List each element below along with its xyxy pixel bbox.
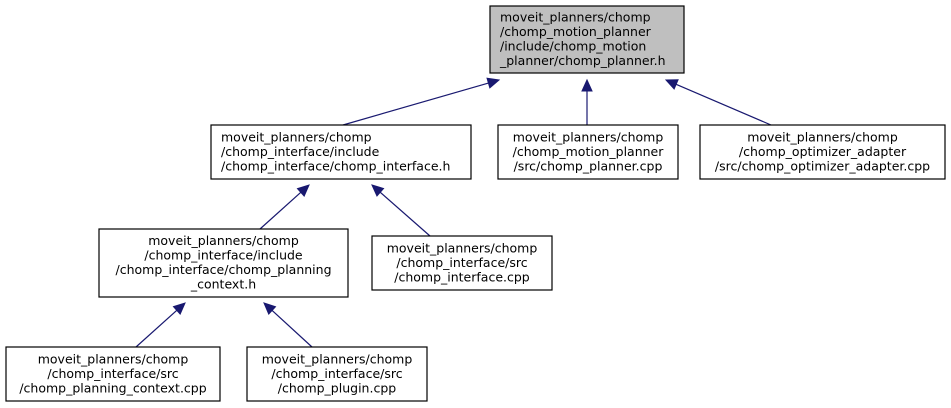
file-node[interactable]: moveit_planners/chomp/chomp_interface/in… <box>98 228 349 298</box>
file-node[interactable]: moveit_planners/chomp/chomp_interface/in… <box>210 124 472 180</box>
node-label-line: moveit_planners/chomp <box>38 351 189 366</box>
node-label-line: moveit_planners/chomp <box>387 240 538 255</box>
node-label-line: /chomp_motion_planner <box>500 24 652 39</box>
edges-layer <box>135 77 772 348</box>
edge-arrowhead <box>486 77 501 89</box>
edge-arrowhead <box>172 302 186 315</box>
edge-arrowhead <box>296 184 310 197</box>
edge-arrowhead <box>371 184 385 197</box>
node-label-line: /chomp_interface/chomp_interface.h <box>221 158 450 173</box>
edge-n1-n0 <box>342 77 501 126</box>
node-label-line: moveit_planners/chomp <box>221 129 372 144</box>
edge-n5-n1 <box>371 184 431 237</box>
file-node[interactable]: moveit_planners/chomp/chomp_motion_plann… <box>497 124 679 180</box>
edge-n4-n1 <box>259 184 310 230</box>
node-label-line: /chomp_interface.cpp <box>394 269 530 284</box>
node-label-line: /chomp_interface/src <box>271 366 402 381</box>
edge-line <box>271 309 313 348</box>
node-label-line: /chomp_interface/chomp_planning <box>115 262 331 277</box>
file-node[interactable]: moveit_planners/chomp/chomp_optimizer_ad… <box>699 124 946 180</box>
node-label-line: moveit_planners/chomp <box>513 129 664 144</box>
node-label-line: /chomp_interface/src <box>396 255 527 270</box>
node-label-line: /include/chomp_motion <box>500 39 646 54</box>
node-label-line: _planner/chomp_planner.h <box>499 53 666 68</box>
nodes-layer: moveit_planners/chomp/chomp_motion_plann… <box>5 5 946 402</box>
node-label-line: /chomp_interface/include <box>221 144 380 159</box>
node-label-line: /src/chomp_optimizer_adapter.cpp <box>715 158 930 173</box>
node-box <box>5 346 221 402</box>
node-box <box>210 124 472 180</box>
file-node[interactable]: moveit_planners/chomp/chomp_interface/sr… <box>371 235 553 291</box>
node-label-line: /chomp_planning_context.cpp <box>19 380 206 395</box>
node-label-line: moveit_planners/chomp <box>262 351 413 366</box>
node-label-line: /chomp_interface/include <box>144 248 303 263</box>
file-node[interactable]: moveit_planners/chomp/chomp_interface/sr… <box>5 346 221 402</box>
edge-line <box>259 191 302 230</box>
node-label-line: /chomp_interface/src <box>47 366 178 381</box>
node-box <box>98 228 349 298</box>
edge-n6-n4 <box>135 302 186 348</box>
node-box <box>246 346 428 402</box>
node-label-line: /chomp_optimizer_adapter <box>739 144 907 159</box>
node-label-line: _context.h <box>190 277 256 292</box>
edge-n7-n4 <box>263 302 313 348</box>
edge-line <box>135 309 178 348</box>
edge-arrowhead <box>664 79 679 90</box>
node-label-line: moveit_planners/chomp <box>747 129 898 144</box>
node-box <box>371 235 553 291</box>
node-label-line: /src/chomp_planner.cpp <box>514 158 663 173</box>
node-label-line: /chomp_plugin.cpp <box>278 380 396 395</box>
edge-arrowhead <box>581 78 593 92</box>
edge-line <box>342 82 489 126</box>
edge-arrowhead <box>263 302 277 316</box>
node-box <box>489 5 685 74</box>
edge-n2-n0 <box>581 78 593 125</box>
node-box <box>699 124 946 180</box>
edge-n3-n0 <box>664 79 772 126</box>
file-node[interactable]: moveit_planners/chomp/chomp_interface/sr… <box>246 346 428 402</box>
edge-line <box>379 191 431 237</box>
node-box <box>497 124 679 180</box>
node-label-line: moveit_planners/chomp <box>500 10 651 25</box>
node-label-line: /chomp_motion_planner <box>513 144 665 159</box>
edge-line <box>675 83 772 126</box>
focus-file-node: moveit_planners/chomp/chomp_motion_plann… <box>489 5 685 74</box>
node-label-line: moveit_planners/chomp <box>148 233 299 248</box>
